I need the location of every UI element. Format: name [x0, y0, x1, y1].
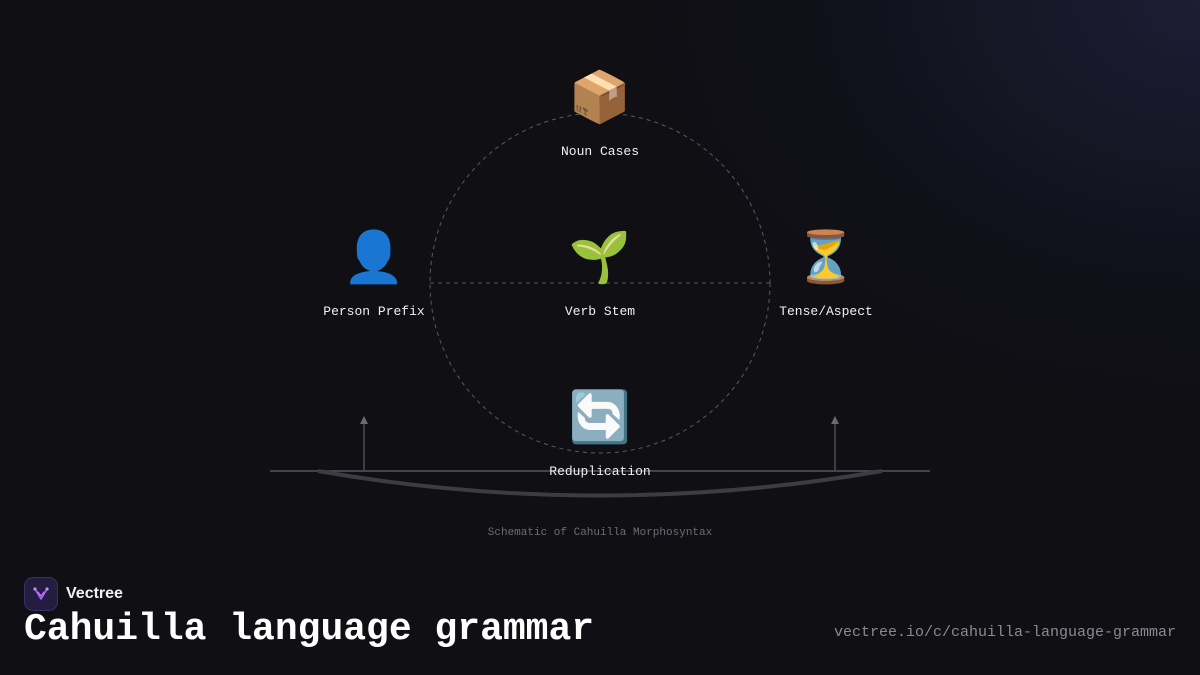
page-url-link[interactable]: vectree.io/c/cahuilla-language-grammar	[833, 624, 1176, 641]
node-label: Verb Stem	[564, 304, 636, 319]
vectree-logo-icon	[24, 577, 58, 611]
cycle-arrows-icon: 🔄	[568, 388, 632, 446]
hourglass-icon: ⏳	[794, 228, 858, 286]
node-label: Tense/Aspect	[779, 304, 873, 319]
node-noun-cases: 📦 Noun Cases	[520, 68, 680, 159]
node-label: Reduplication	[549, 464, 651, 479]
seedling-icon: 🌱	[568, 228, 632, 286]
page-title: Cahuilla language grammar	[24, 608, 595, 651]
person-icon: 👤	[342, 228, 406, 286]
base-arc	[317, 469, 883, 498]
node-reduplication: 🔄 Reduplication	[520, 388, 680, 479]
node-person-prefix: 👤 Person Prefix	[294, 228, 454, 319]
node-tense-aspect: ⏳ Tense/Aspect	[746, 228, 906, 319]
node-label: Noun Cases	[560, 144, 639, 159]
node-label: Person Prefix	[323, 304, 425, 319]
package-icon: 📦	[568, 68, 632, 126]
brand[interactable]: Vectree	[24, 577, 123, 611]
brand-name: Vectree	[66, 585, 123, 602]
node-verb-stem: 🌱 Verb Stem	[520, 228, 680, 319]
diagram-caption: Schematic of Cahuilla Morphosyntax	[487, 527, 713, 539]
